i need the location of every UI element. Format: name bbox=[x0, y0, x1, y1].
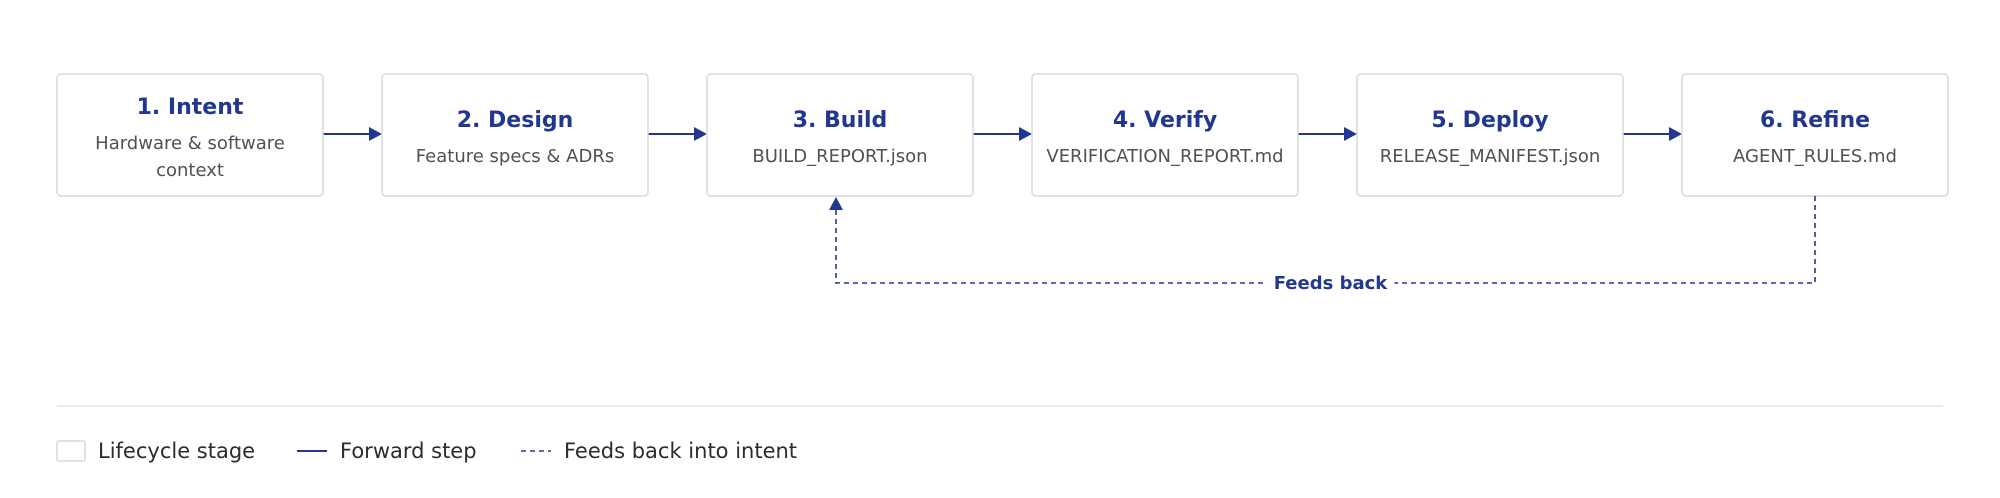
forward-arrow-4-5 bbox=[1298, 127, 1357, 141]
feedback-label-background bbox=[1266, 269, 1395, 297]
stage-box bbox=[381, 73, 649, 197]
stage-title: 3. Build bbox=[793, 108, 888, 133]
forward-arrowhead bbox=[369, 127, 382, 141]
forward-arrow-2-3 bbox=[648, 127, 707, 141]
forward-arrowhead bbox=[1019, 127, 1032, 141]
stage-subtitle: AGENT_RULES.md bbox=[1733, 146, 1897, 167]
legend-stage-swatch bbox=[56, 440, 86, 462]
forward-arrow-5-6 bbox=[1623, 127, 1682, 141]
legend-forward-label: Forward step bbox=[340, 439, 477, 463]
stage-subtitle: context bbox=[156, 160, 224, 181]
feedback-loop: Feeds back bbox=[829, 196, 1816, 297]
stage-title: 4. Verify bbox=[1113, 108, 1217, 133]
stage-box bbox=[706, 73, 974, 197]
forward-arrowhead bbox=[694, 127, 707, 141]
forward-edges bbox=[323, 127, 1682, 141]
forward-arrow-1-2 bbox=[323, 127, 382, 141]
stage-subtitle: VERIFICATION_REPORT.md bbox=[1046, 146, 1283, 167]
stage-box bbox=[1681, 73, 1949, 197]
stage-title: 5. Deploy bbox=[1431, 108, 1548, 133]
stage-title: 1. Intent bbox=[137, 95, 244, 120]
forward-arrow-3-4 bbox=[973, 127, 1032, 141]
stage-box bbox=[1356, 73, 1624, 197]
stage-subtitle: BUILD_REPORT.json bbox=[752, 146, 927, 167]
feedback-arrowhead bbox=[829, 197, 843, 210]
legend-feedback-label: Feeds back into intent bbox=[564, 439, 797, 463]
forward-arrowhead bbox=[1344, 127, 1357, 141]
legend: Lifecycle stage Forward step Feeds back … bbox=[56, 439, 797, 463]
forward-arrowhead bbox=[1669, 127, 1682, 141]
legend-stage-label: Lifecycle stage bbox=[98, 439, 255, 463]
stage-subtitle: Hardware & software bbox=[95, 133, 285, 154]
stage-box bbox=[56, 73, 324, 197]
stage-box bbox=[1031, 73, 1299, 197]
stage-subtitle: Feature specs & ADRs bbox=[416, 146, 614, 167]
feedback-label: Feeds back bbox=[1274, 273, 1389, 294]
stage-subtitle: RELEASE_MANIFEST.json bbox=[1380, 146, 1601, 167]
stage-title: 2. Design bbox=[457, 108, 574, 133]
stage-title: 6. Refine bbox=[1760, 108, 1870, 133]
